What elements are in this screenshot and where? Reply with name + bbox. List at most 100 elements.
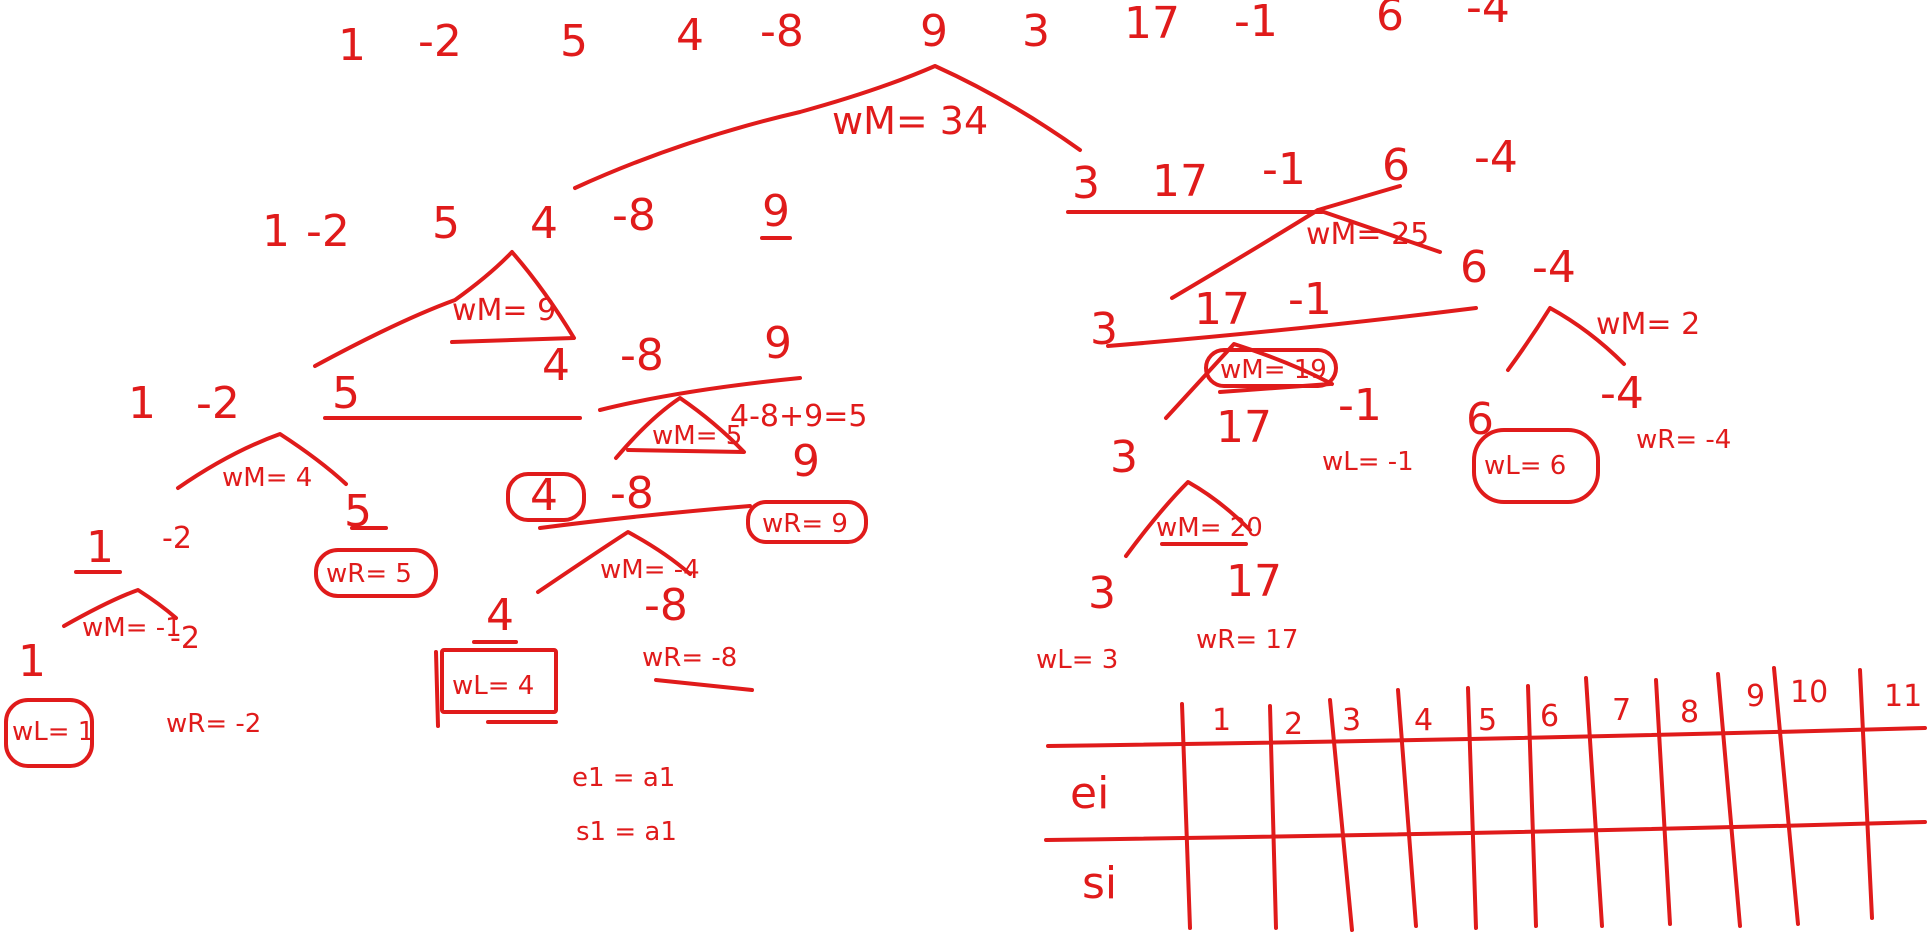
table-rule	[1328, 698, 1354, 932]
table-rule	[1466, 686, 1478, 930]
split-stroke	[176, 432, 348, 490]
underline-stroke	[434, 650, 440, 728]
array-value: -8	[620, 330, 664, 381]
wm-label: wM= 9	[452, 293, 556, 328]
array-value: 5	[344, 486, 372, 537]
array-value: 3	[1072, 158, 1100, 209]
array-value: 3	[1110, 432, 1138, 483]
leaf-w-label: wL= 3	[1036, 645, 1118, 675]
leaf-w-label: wR= 9	[762, 509, 848, 539]
leaf-w-label: wL= 4	[452, 671, 534, 701]
table-rule	[1772, 666, 1800, 926]
note-line: s1 = a1	[576, 817, 677, 847]
array-value: -2	[162, 521, 192, 556]
table-rule	[1858, 668, 1874, 920]
array-value: -1	[1338, 380, 1382, 431]
array-value: 4	[530, 198, 558, 249]
results-table: 1 2 3 4 5 6 7 8 9 10 11 ei si	[1044, 666, 1927, 932]
array-value: 3	[1022, 6, 1050, 57]
table-header-cell: 2	[1284, 707, 1303, 742]
array-value: -2	[418, 16, 462, 67]
result-circle	[314, 548, 438, 598]
split-stroke	[1170, 208, 1442, 300]
wm-label: wM= 2	[1596, 307, 1700, 342]
array-value: -2	[170, 621, 200, 656]
wm-label: wM= 20	[1156, 513, 1263, 543]
array-value: 4	[676, 10, 704, 61]
leaf-w-label: wL= -1	[1322, 447, 1414, 477]
array-value: 1	[262, 206, 290, 257]
array-value: 5	[332, 368, 360, 419]
array-value: 6	[1466, 394, 1494, 445]
table-header-cell: 10	[1790, 675, 1828, 710]
leaf-w-label: wR= -2	[166, 709, 261, 739]
split-stroke	[1124, 480, 1252, 558]
table-rule	[1268, 704, 1278, 930]
array-value: 5	[432, 198, 460, 249]
split-stroke	[1506, 306, 1626, 372]
array-value: 9	[920, 6, 948, 57]
array-value: 6	[1382, 140, 1410, 191]
split-stroke	[598, 376, 802, 412]
table-rule	[1654, 678, 1672, 926]
right-half-array: 3 17 -1 6 -4	[1072, 132, 1518, 209]
result-circle	[506, 472, 586, 522]
leaf-w-label: wR= 17	[1196, 625, 1298, 655]
array-value: 9	[792, 436, 820, 487]
table-header-cell: 1	[1212, 703, 1231, 738]
top-array: 1 -2 5 4 -8 9 3 17 -1 6 -4	[338, 0, 1510, 71]
wm-label: wM= -4	[600, 555, 700, 585]
table-rule	[1526, 684, 1538, 928]
table-header-cell: 7	[1612, 693, 1631, 728]
underline-stroke	[654, 678, 754, 692]
array-value: 3	[1088, 568, 1116, 619]
split-stroke	[1106, 306, 1478, 348]
array-value: -2	[196, 378, 240, 429]
wm-label: wM= 25	[1306, 217, 1429, 252]
table-row-label: si	[1082, 858, 1117, 909]
split-stroke	[62, 588, 178, 628]
table-rule	[1584, 676, 1604, 928]
table-rule	[1180, 702, 1192, 930]
calc-note: 4-8+9=5	[730, 399, 867, 434]
array-value: -1	[1262, 144, 1306, 195]
array-value: 6	[1376, 0, 1404, 41]
split-stroke	[1316, 184, 1402, 212]
array-value: 1	[18, 636, 46, 687]
table-header-cell: 6	[1540, 699, 1559, 734]
leaf-w-label: wR= -4	[1636, 425, 1731, 455]
split-stroke	[536, 530, 692, 594]
result-circle	[1472, 428, 1600, 504]
array-value: -4	[1474, 132, 1518, 183]
result-circle	[1204, 348, 1338, 388]
arrow-stroke	[538, 504, 752, 530]
array-value: 17	[1124, 0, 1180, 49]
array-value: -8	[760, 6, 804, 57]
array-value: 9	[762, 186, 790, 237]
table-rule	[1044, 820, 1927, 842]
table-header-cell: 8	[1680, 695, 1699, 730]
array-value: 1	[338, 20, 366, 71]
array-value: -8	[610, 468, 654, 519]
root-wm: wM= 34	[832, 99, 988, 143]
array-value: -4	[1532, 242, 1576, 293]
split-stroke	[614, 396, 746, 460]
array-value: 6	[1460, 242, 1488, 293]
array-value: 5	[560, 16, 588, 67]
array-value: -4	[1600, 368, 1644, 419]
table-header-cell: 4	[1414, 703, 1433, 738]
split-stroke	[1164, 342, 1334, 420]
table-header-cell: 11	[1884, 679, 1922, 714]
split-stroke	[573, 64, 1082, 190]
array-value: 4	[542, 340, 570, 391]
array-value: -1	[1288, 274, 1332, 325]
table-header-cell: 9	[1746, 679, 1765, 714]
underline-stroke	[1218, 382, 1332, 394]
wm-label: wM= 5	[652, 421, 742, 451]
wm-label: wM= 4	[222, 463, 312, 493]
split-stroke	[313, 250, 576, 368]
array-value: 1	[128, 378, 156, 429]
array-value: 17	[1194, 284, 1250, 335]
array-value: 17	[1152, 156, 1208, 207]
